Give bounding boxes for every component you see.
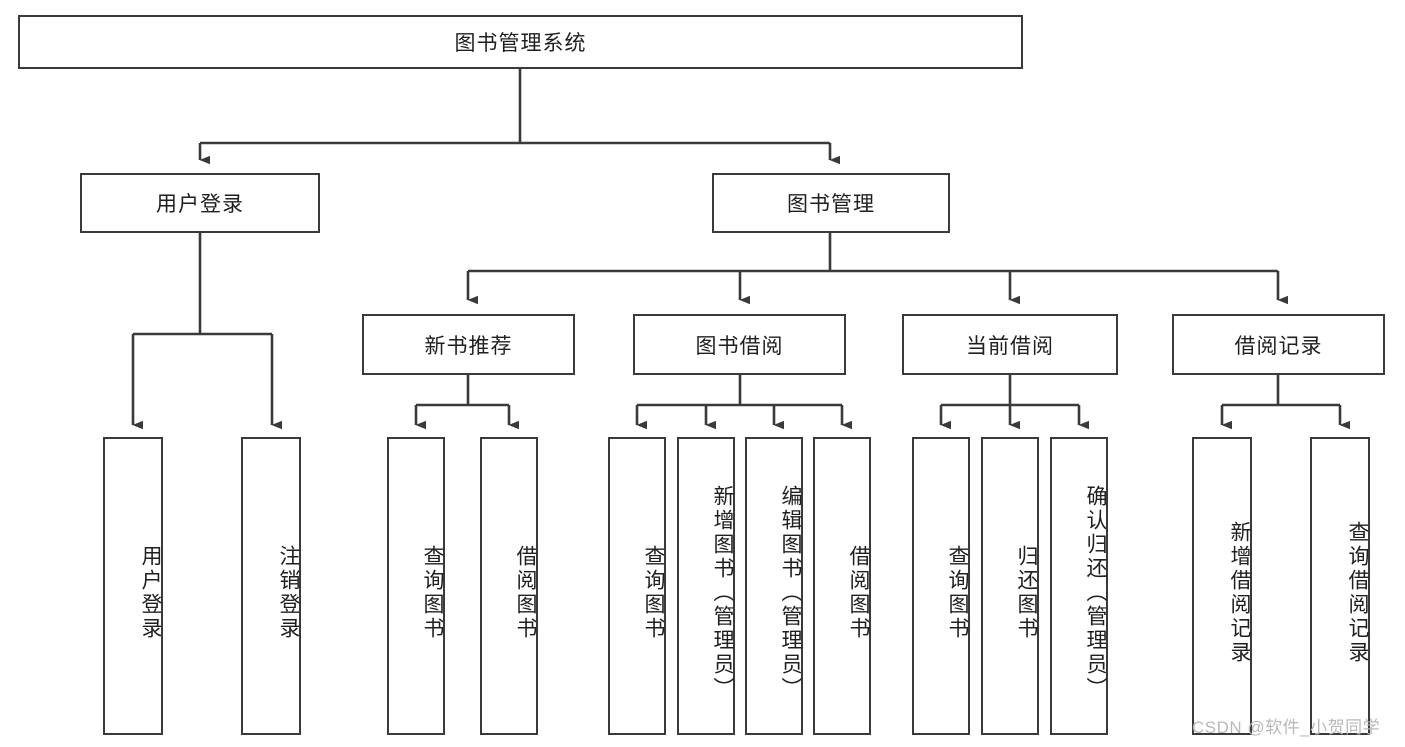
- node-leaf-query-book-3[interactable]: 查询图书: [912, 437, 970, 735]
- node-new-book-recommend-label: 新书推荐: [424, 334, 513, 358]
- node-leaf-add-book-label: 新增图书（管理员）: [711, 485, 734, 701]
- node-leaf-edit-book-label: 编辑图书（管理员）: [779, 485, 802, 701]
- node-current-borrow[interactable]: 当前借阅: [902, 314, 1118, 375]
- node-leaf-edit-book[interactable]: 编辑图书（管理员）: [745, 437, 803, 735]
- node-leaf-user-logout[interactable]: 注销登录: [241, 437, 301, 735]
- node-borrow-record[interactable]: 借阅记录: [1172, 314, 1385, 375]
- node-leaf-query-book-3-label: 查询图书: [946, 545, 969, 641]
- node-book-manage[interactable]: 图书管理: [712, 173, 950, 233]
- node-leaf-query-book-2-label: 查询图书: [642, 545, 665, 641]
- node-current-borrow-label: 当前借阅: [966, 334, 1054, 358]
- node-leaf-return-book-label: 归还图书: [1015, 545, 1038, 641]
- node-leaf-query-book-2[interactable]: 查询图书: [608, 437, 666, 735]
- node-user-login-label: 用户登录: [156, 193, 244, 216]
- node-leaf-borrow-book-1-label: 借阅图书: [514, 545, 537, 641]
- node-leaf-confirm-return-label: 确认归还（管理员）: [1084, 485, 1107, 701]
- node-root-label: 图书管理系统: [454, 32, 587, 55]
- watermark: CSDN @软件_小贺同学: [1192, 718, 1381, 737]
- node-leaf-borrow-book-2-label: 借阅图书: [847, 545, 870, 641]
- node-leaf-add-record[interactable]: 新增借阅记录: [1192, 437, 1252, 735]
- node-leaf-add-book[interactable]: 新增图书（管理员）: [677, 437, 735, 735]
- node-new-book-recommend[interactable]: 新书推荐: [362, 314, 575, 375]
- node-leaf-borrow-book-2[interactable]: 借阅图书: [813, 437, 871, 735]
- node-root[interactable]: 图书管理系统: [18, 15, 1023, 69]
- node-book-borrow[interactable]: 图书借阅: [633, 314, 846, 375]
- node-leaf-add-record-label: 新增借阅记录: [1228, 521, 1251, 665]
- node-leaf-return-book[interactable]: 归还图书: [981, 437, 1039, 735]
- node-leaf-user-logout-label: 注销登录: [277, 545, 300, 641]
- node-borrow-record-label: 借阅记录: [1234, 334, 1323, 358]
- node-leaf-borrow-book-1[interactable]: 借阅图书: [480, 437, 538, 735]
- node-book-borrow-label: 图书借阅: [695, 334, 784, 358]
- node-leaf-user-login-label: 用户登录: [139, 545, 162, 641]
- node-leaf-query-record-label: 查询借阅记录: [1346, 521, 1369, 665]
- node-leaf-user-login[interactable]: 用户登录: [103, 437, 163, 735]
- node-leaf-query-book-1-label: 查询图书: [421, 545, 444, 641]
- node-book-manage-label: 图书管理: [787, 193, 875, 216]
- node-user-login[interactable]: 用户登录: [80, 173, 320, 233]
- node-leaf-query-record[interactable]: 查询借阅记录: [1310, 437, 1370, 735]
- node-leaf-query-book-1[interactable]: 查询图书: [387, 437, 445, 735]
- node-leaf-confirm-return[interactable]: 确认归还（管理员）: [1050, 437, 1108, 735]
